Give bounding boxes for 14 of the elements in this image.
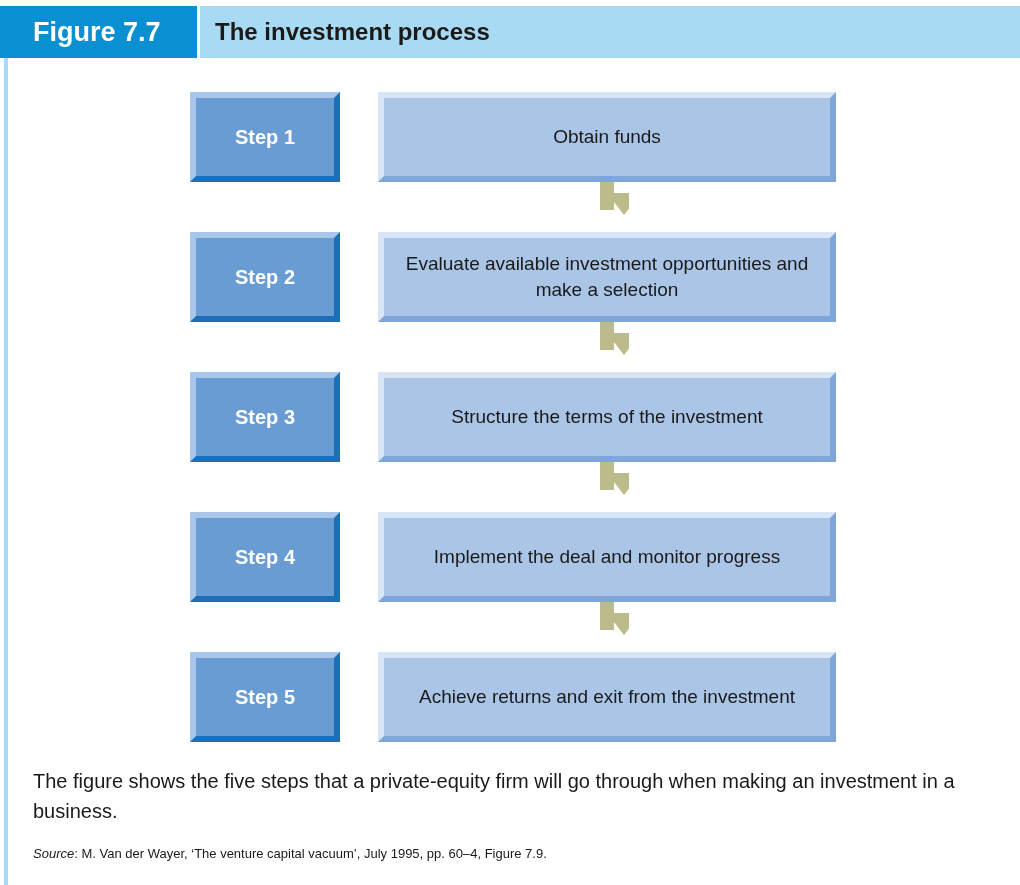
- caption: The figure shows the five steps that a private-equity firm will go through when making an investment in a business.: [33, 769, 956, 824]
- process-box: Evaluate available investment opportunities and make a selection: [378, 232, 836, 322]
- process-box: Achieve returns and exit from the investment: [378, 652, 836, 742]
- step-box: Step 1: [190, 92, 340, 182]
- figure-title: The investment process: [215, 17, 490, 47]
- process-box: Implement the deal and monitor progress: [378, 512, 836, 602]
- step-box: Step 4: [190, 512, 340, 602]
- process-box: Structure the terms of the investment: [378, 372, 836, 462]
- step-box: Step 3: [190, 372, 340, 462]
- step-box: Step 5: [190, 652, 340, 742]
- process-box: Obtain funds: [378, 92, 836, 182]
- source-note: Source: M. Van der Wayer, ‘The venture capital vacuum’, July 1995, pp. 60–4, Figure 7.9.: [33, 846, 548, 861]
- figure-number: Figure 7.7: [0, 6, 197, 58]
- step-box: Step 2: [190, 232, 340, 322]
